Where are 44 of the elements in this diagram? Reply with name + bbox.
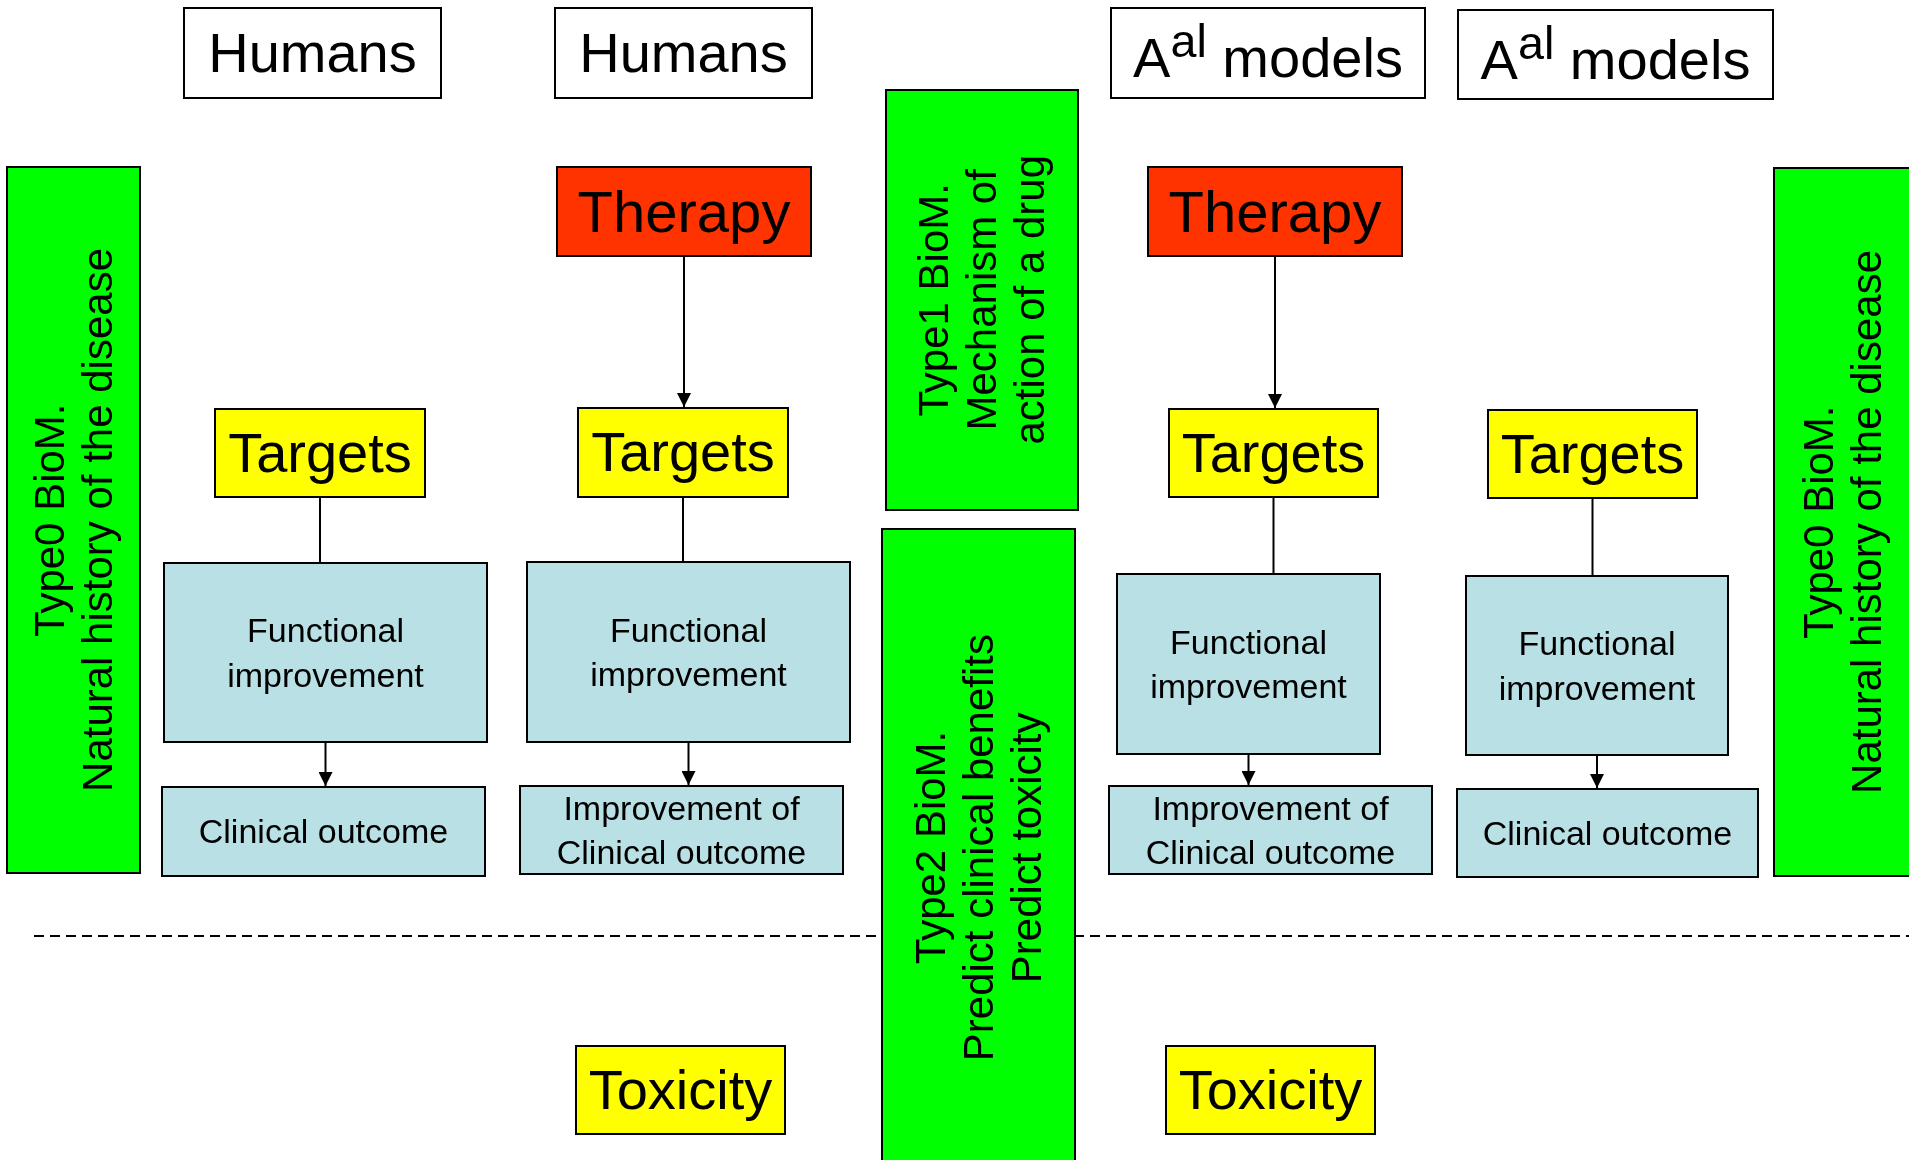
therapy-box: Therapy [1147, 166, 1403, 257]
target-box: Targets [1487, 409, 1698, 499]
therapy-box: Therapy [556, 166, 812, 257]
target-box: Targets [1168, 408, 1379, 498]
outcome-box: Functional improvement [526, 561, 851, 743]
connector-line [682, 497, 684, 562]
target-box: Targets [577, 407, 789, 498]
outcome-box: Clinical outcome [1456, 788, 1759, 878]
outcome-box: Functional improvement [1465, 575, 1729, 756]
band-text: Type2 BioM. [906, 731, 955, 965]
arrow [677, 256, 691, 408]
connector-line [319, 497, 321, 563]
band-text: action of a drug [1006, 155, 1054, 445]
outcome-box: Functional improvement [163, 562, 488, 743]
outcome-box: Improvement of Clinical outcome [1108, 785, 1433, 875]
arrow [1590, 755, 1604, 789]
target-box: Toxicity [575, 1045, 786, 1135]
header-box: Humans [183, 7, 442, 99]
outcome-box: Improvement of Clinical outcome [519, 785, 844, 875]
arrow [1241, 754, 1256, 786]
arrow [681, 742, 696, 786]
biomarker-band [885, 89, 1079, 511]
band-text: Predict toxicity [1002, 712, 1051, 984]
band-text: Natural history of the disease [73, 248, 122, 792]
connector-line [1272, 497, 1275, 574]
biomarker-band [881, 528, 1076, 1160]
arrow [1268, 256, 1282, 409]
biomarker-band [6, 166, 141, 874]
band-text: Type0 BioM. [1795, 405, 1843, 639]
header-box: A$^{al}$ models [1110, 7, 1426, 99]
connector-line [1591, 498, 1594, 576]
biomarker-band [1773, 167, 1909, 877]
target-box: Targets [214, 408, 426, 498]
band-text: Predict clinical benefits [954, 634, 1003, 1062]
band-text: Type0 BioM. [25, 403, 74, 637]
arrow [318, 742, 333, 787]
target-box: Toxicity [1165, 1045, 1376, 1135]
band-text: Mechanism of [958, 169, 1006, 431]
band-text: Natural history of the disease [1843, 250, 1891, 794]
outcome-box: Functional improvement [1116, 573, 1381, 755]
header-box: Humans [554, 7, 813, 99]
band-text: Type1 BioM. [910, 183, 958, 417]
header-box: A$^{al}$ models [1457, 9, 1774, 100]
outcome-box: Clinical outcome [161, 786, 486, 877]
